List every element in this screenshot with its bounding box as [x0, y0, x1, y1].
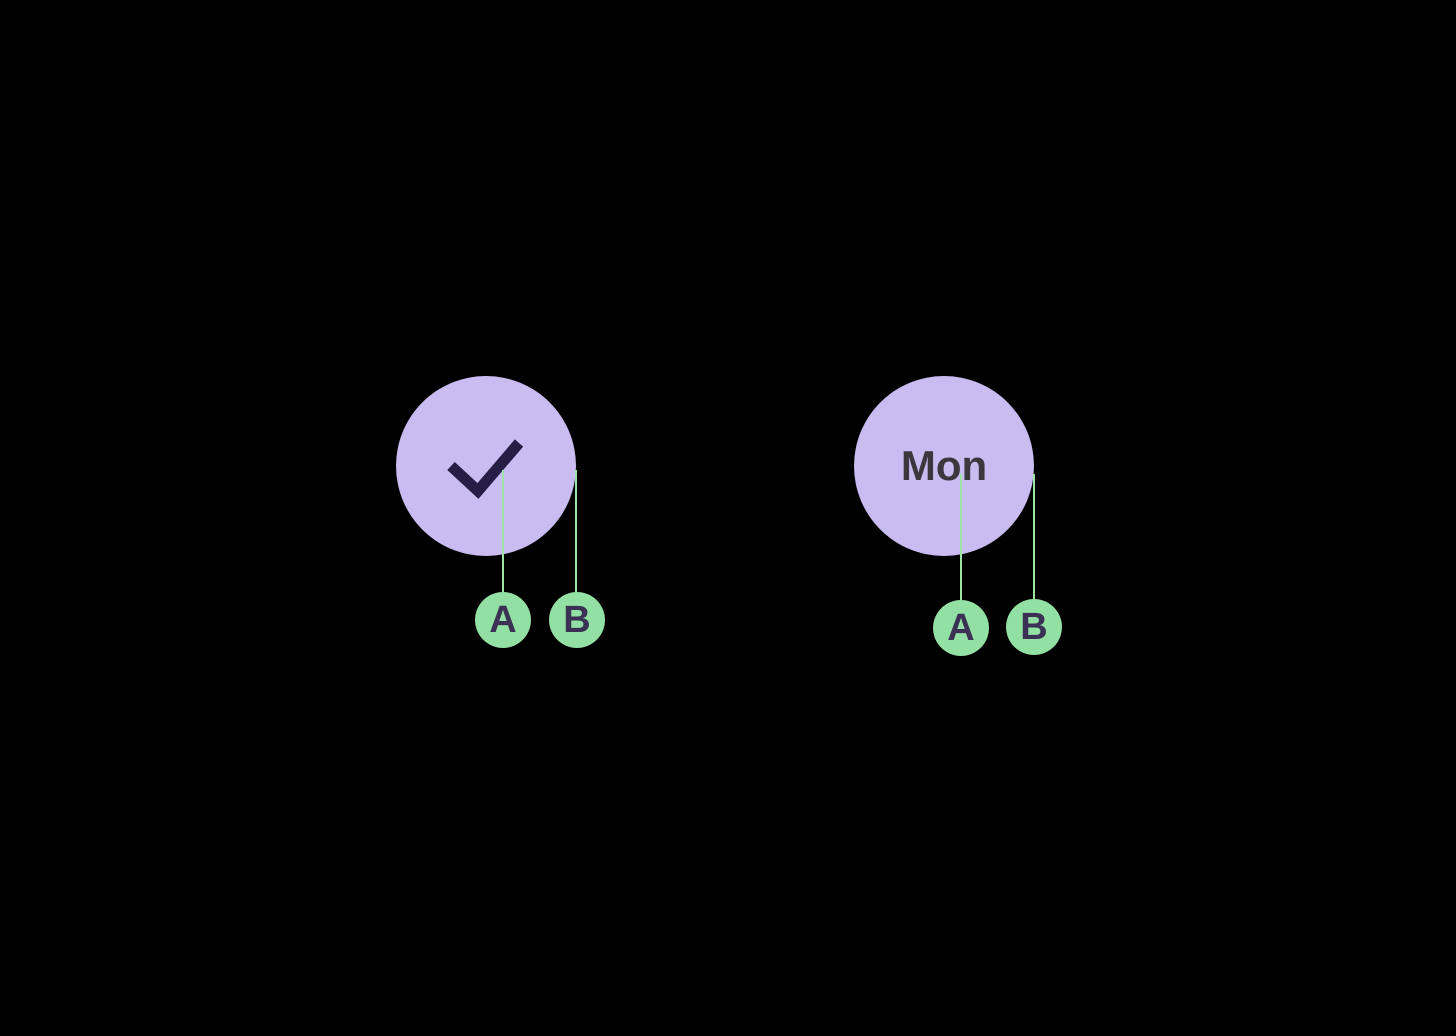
child-node-a[interactable]: A — [933, 600, 989, 656]
child-node-label: A — [489, 599, 517, 641]
parent-node-label: Mon — [900, 442, 988, 489]
connector-line-b — [575, 470, 577, 592]
child-node-a[interactable]: A — [475, 592, 531, 648]
check-icon — [447, 439, 524, 499]
connector-line-a — [502, 470, 504, 592]
connector-line-b — [1033, 474, 1035, 599]
child-node-label: A — [947, 607, 975, 649]
child-node-b[interactable]: B — [1006, 599, 1062, 655]
child-node-label: B — [563, 599, 591, 641]
parent-node-check[interactable] — [396, 376, 576, 556]
parent-node-mon[interactable]: Mon — [854, 376, 1034, 556]
child-node-label: B — [1020, 606, 1048, 648]
connector-line-a — [960, 474, 962, 600]
child-node-b[interactable]: B — [549, 592, 605, 648]
